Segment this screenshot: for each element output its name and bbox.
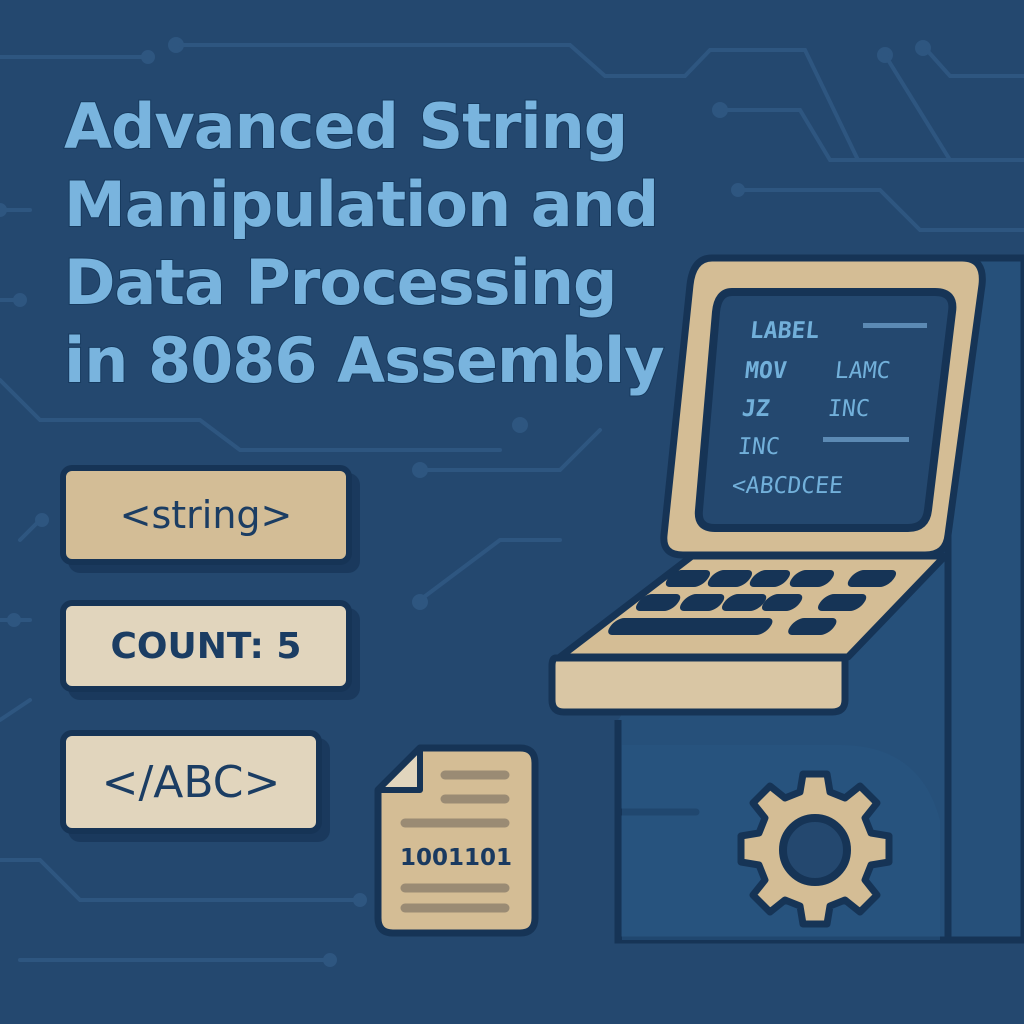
page-title: Advanced String Manipulation and Data Pr…	[63, 88, 666, 400]
string-tag-label: <string>	[119, 493, 293, 537]
title-line-2: Manipulation and	[63, 167, 660, 242]
title-line-1: Advanced String	[63, 89, 629, 164]
count-tag: COUNT: 5	[60, 600, 352, 692]
count-tag-label: COUNT: 5	[110, 625, 302, 667]
close-abc-tag-label: </ABC>	[101, 756, 281, 808]
title-line-4: in 8086 Assembly	[63, 323, 666, 398]
string-tag: <string>	[60, 465, 352, 565]
document-binary: 1001101	[400, 845, 513, 871]
close-abc-tag: </ABC>	[60, 730, 322, 834]
title-line-3: Data Processing	[63, 245, 618, 320]
